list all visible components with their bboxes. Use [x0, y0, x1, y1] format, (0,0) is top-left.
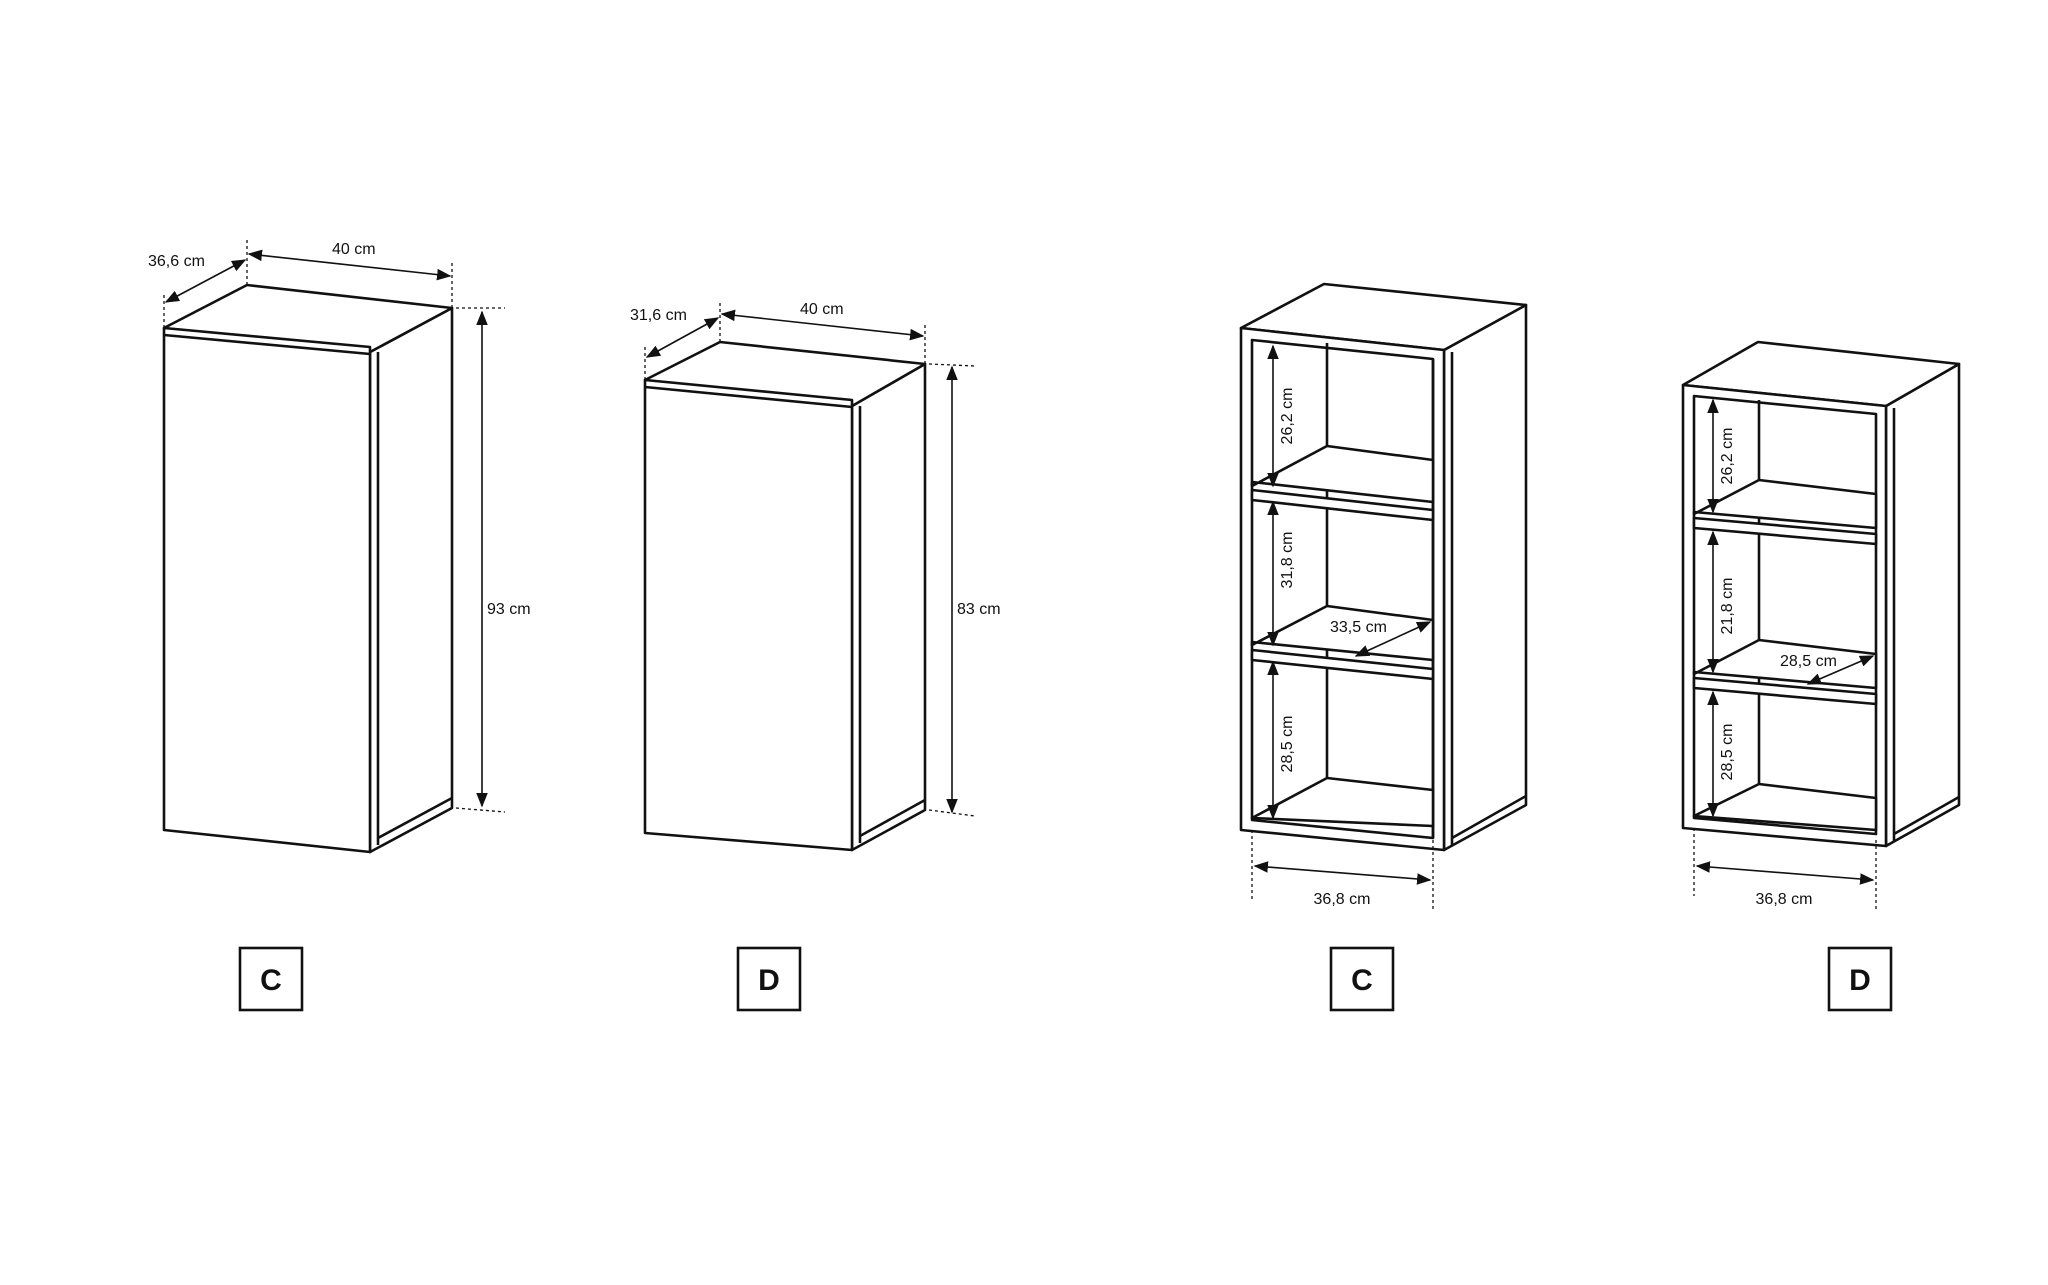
cabinet-d-closed: 31,6 cm 40 cm 83 cm D — [630, 300, 1001, 1012]
cabinet-d-right-side — [850, 362, 927, 852]
dim-c-shelf-top-label: 26,2 cm — [1279, 388, 1296, 445]
badge-c-open — [1329, 946, 1395, 1012]
cabinet-c-door — [162, 326, 372, 854]
dim-d-height-label: 83 cm — [957, 601, 1001, 618]
dim-c-shelf-mid-label: 31,8 cm — [1279, 532, 1296, 589]
shelf-c-shelf-1-front — [1250, 488, 1435, 522]
shelf-c-shelf-1 — [1250, 444, 1435, 504]
dim-c-inner-depth-label: 33,5 cm — [1330, 619, 1387, 636]
badge-c-closed — [238, 946, 304, 1012]
dim-d-inner-width-label: 36,8 cm — [1756, 891, 1813, 908]
dim-d-shelf-mid-label: 21,8 cm — [1719, 578, 1736, 635]
shelf-c-floor — [1250, 776, 1435, 828]
cabinet-c-right-side — [368, 306, 454, 854]
dim-c-inner-width-arrow — [1253, 861, 1432, 885]
shelf-c-open: 26,2 cm 31,8 cm 28,5 cm 33,5 cm 36,8 cm … — [1239, 282, 1528, 1012]
dim-d-depth-label: 31,6 cm — [630, 307, 687, 324]
dim-d-inner-width-arrow — [1695, 861, 1875, 885]
badge-d-open — [1827, 946, 1893, 1012]
badge-d-closed — [736, 946, 802, 1012]
shelf-d-floor — [1692, 782, 1878, 832]
dim-c-depth-arrow — [164, 259, 247, 303]
dim-c-height-label: 93 cm — [487, 601, 531, 618]
cabinet-c-closed: 36,6 cm 40 cm 93 cm C — [148, 238, 531, 1012]
badge-d-closed-label: D — [758, 964, 780, 997]
cabinet-d-door — [643, 378, 854, 852]
shelf-d-open: 26,2 cm 21,8 cm 28,5 cm 28,5 cm 36,8 cm … — [1681, 340, 1961, 1012]
dim-c-inner-depth-arrow — [1354, 621, 1432, 657]
shelf-c-shelf-2-front — [1250, 648, 1435, 681]
dim-d-inner-depth-arrow — [1806, 655, 1875, 685]
dim-d-inner-depth-label: 28,5 cm — [1780, 653, 1837, 670]
dim-c-width-arrow — [247, 249, 452, 281]
shelf-d-shelf-1-front — [1692, 516, 1878, 546]
cabinet-c-bottom-edge — [377, 796, 453, 840]
badge-c-open-label: C — [1351, 964, 1373, 997]
cabinet-d-door-edge — [644, 385, 853, 409]
badge-d-open-label: D — [1849, 964, 1871, 997]
shelf-d-shelf-1 — [1692, 478, 1878, 530]
cabinet-c-door-edge — [163, 333, 371, 356]
shelf-d-right-side — [1884, 362, 1961, 848]
dim-c-inner-width-label: 36,8 cm — [1314, 891, 1371, 908]
dim-c-depth-label: 36,6 cm — [148, 253, 205, 270]
dim-d-shelf-bottom-label: 28,5 cm — [1719, 724, 1736, 781]
dim-d-width-arrow — [720, 309, 925, 341]
badge-c-closed-label: C — [260, 964, 282, 997]
dim-d-width-label: 40 cm — [800, 301, 844, 318]
shelf-d-shelf-2-front — [1692, 676, 1878, 706]
dim-c-width-label: 40 cm — [332, 241, 376, 258]
dim-c-shelf-bottom-label: 28,5 cm — [1279, 716, 1296, 773]
dim-d-depth-arrow — [645, 317, 720, 358]
dim-d-shelf-top-label: 26,2 cm — [1719, 428, 1736, 485]
shelf-c-right-side — [1442, 303, 1528, 852]
